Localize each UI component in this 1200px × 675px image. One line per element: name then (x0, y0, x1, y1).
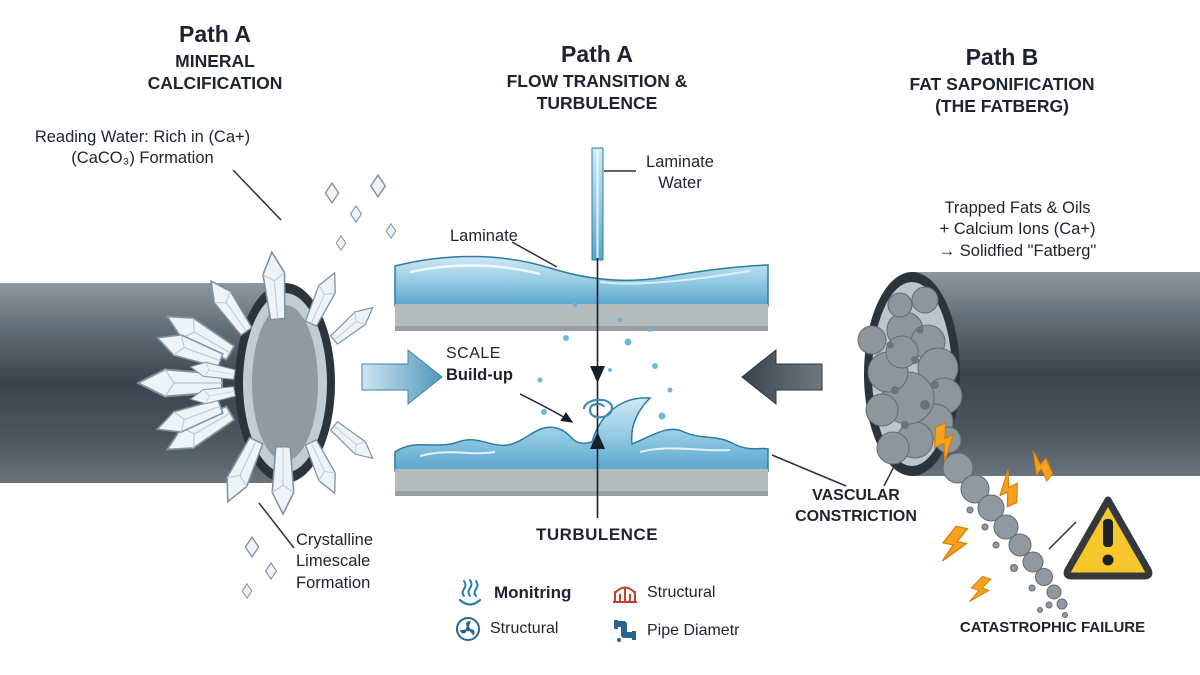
legend-label: Pipe Diametr (647, 622, 740, 639)
scale-buildup-pointer (519, 393, 574, 423)
legend-item-structural-turbine: Structural (455, 616, 558, 642)
flow-arrow-left (361, 348, 443, 406)
left-subtitle: MINERAL CALCIFICATION (147, 50, 283, 94)
turbulence-label: TURBULENCE (535, 525, 659, 544)
middle-subtitle: FLOW TRANSITION & TURBULENCE (506, 70, 688, 114)
laminar-jet (591, 147, 604, 261)
vascular-constriction-label: VASCULAR CONSTRICTION (795, 487, 917, 525)
legend-label: Structural (490, 620, 559, 637)
warning-triangle-icon (1063, 496, 1153, 580)
left-title: Path A (179, 21, 251, 47)
crystalline-label: Crystalline Limescale Formation (296, 531, 374, 592)
middle-title: Path A (561, 41, 633, 67)
spray-droplets (537, 302, 673, 420)
fatberg-texture (886, 326, 939, 429)
legend-item-monitoring: Monitring (455, 578, 571, 608)
left-title-block: Path A MINERAL CALCIFICATION (125, 20, 305, 95)
lower-channel (394, 397, 769, 496)
pipe-elbow-icon (614, 620, 636, 642)
structure-icon (613, 586, 637, 603)
flow-arrow-right (741, 348, 823, 406)
laminate-water-label: Laminate Water (646, 153, 714, 193)
reading-water-label: Reading Water: Rich in (Ca+) (CaCO₃) For… (34, 128, 251, 168)
legend-item-structural-red: Structural (612, 580, 715, 606)
right-title-block: Path B FAT SAPONIFICATION (THE FATBERG) (897, 43, 1107, 118)
upper-channel (394, 255, 769, 331)
laminate-label: Laminate (450, 227, 518, 245)
catastrophic-failure-label: CATASTROPHIC FAILURE (959, 619, 1146, 636)
fatberg-mass (857, 286, 963, 465)
legend-item-pipe-diameter: Pipe Diametr (612, 618, 739, 644)
steam-icon (458, 579, 482, 606)
legend-label: Structural (647, 584, 716, 601)
right-title: Path B (965, 44, 1039, 70)
fatberg-trail (942, 452, 1068, 618)
right-subtitle: FAT SAPONIFICATION (THE FATBERG) (909, 73, 1095, 117)
legend-label: Monitring (494, 583, 572, 602)
scale-buildup-label: SCALE Build-up (446, 345, 513, 384)
trapped-fats-label: Trapped Fats & Oils + Calcium Ions (Ca+)… (938, 199, 1097, 260)
turbine-icon (456, 617, 480, 641)
middle-title-block: Path A FLOW TRANSITION & TURBULENCE (492, 40, 702, 115)
flow-axis (582, 258, 614, 518)
